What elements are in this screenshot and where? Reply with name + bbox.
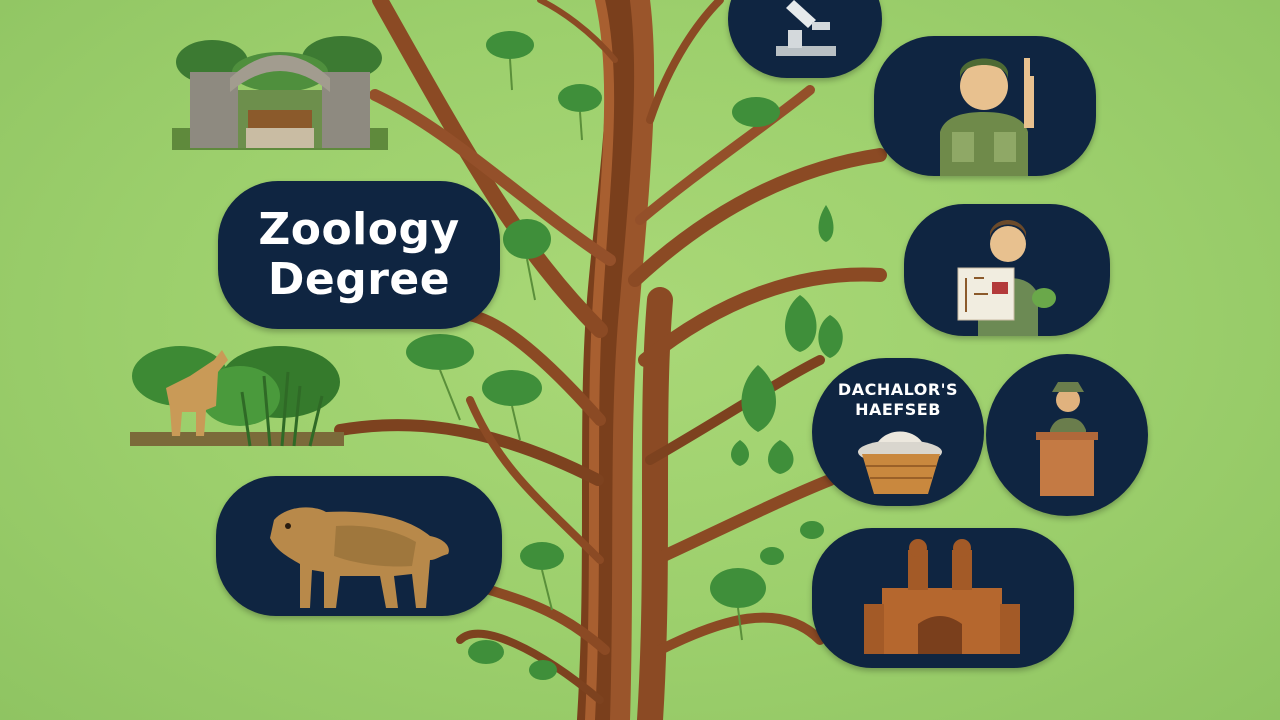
zoology-degree-title: Zoology Degree: [218, 181, 500, 329]
bachelors-label-1: DACHALOR'S: [837, 380, 959, 399]
ranger-card: [874, 36, 1096, 176]
researcher-icon: [957, 220, 1056, 336]
lecturer-icon: [1036, 382, 1098, 496]
lecturer-card: [986, 354, 1148, 516]
bear-card: [216, 476, 502, 616]
title-line-2: Degree: [267, 254, 451, 305]
bachelors-label-2: HAEFSEB: [855, 400, 941, 419]
microscope-card: [728, 0, 882, 78]
museum-icon: [864, 539, 1020, 654]
bear-icon: [270, 507, 449, 608]
title-line-1: Zoology: [258, 204, 460, 255]
basket-icon: [858, 431, 942, 494]
ranger-icon: [940, 58, 1034, 176]
zoo-gate-icon: [172, 36, 388, 150]
researcher-card: [904, 204, 1110, 336]
bachelors-card: DACHALOR'S HAEFSEB: [812, 358, 984, 506]
microscope-icon: [776, 0, 836, 56]
horse-icon: [130, 346, 344, 447]
museum-card: [812, 528, 1074, 668]
